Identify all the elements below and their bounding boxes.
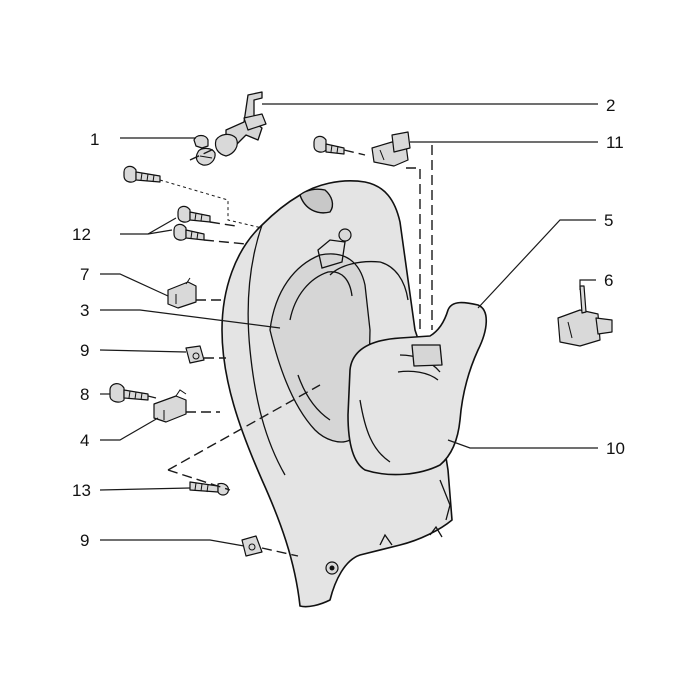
screw-8 [109,383,149,403]
callout-9-lower: 9 [80,531,89,550]
part-11-clip [371,131,411,167]
callout-13: 13 [72,481,91,500]
callout-6: 6 [604,271,613,290]
screw-13 [189,481,229,496]
part-7-bracket [167,277,197,309]
screw-12-mid [177,205,211,223]
screw-12-low [173,223,205,241]
part-4-bracket [153,389,187,423]
callout-4: 4 [80,431,89,450]
callout-2: 2 [606,96,615,115]
callout-labels: 1 2 3 4 5 6 7 8 9 9 10 11 12 13 [72,96,625,550]
callout-8: 8 [80,385,89,404]
part-2-bracket [214,91,267,157]
glove-box-tray [347,301,488,476]
callout-11: 11 [606,133,624,152]
screw-top-right [313,135,345,155]
callout-1: 1 [90,130,99,149]
part-6-clip [557,285,613,347]
part-1-clip [193,134,216,166]
callout-5: 5 [604,211,613,230]
callout-7: 7 [80,265,89,284]
leg-shield-panel [221,180,453,608]
callout-3: 3 [80,301,89,320]
callout-12: 12 [72,225,91,244]
callout-10: 10 [606,439,625,458]
leader-lines [99,103,598,547]
part-9-clip-nut-lower [241,535,263,557]
screw-12-top [123,165,161,183]
part-9-clip-nut-upper [185,345,205,364]
callout-9-upper: 9 [80,341,89,360]
assembly-lines [147,145,433,557]
